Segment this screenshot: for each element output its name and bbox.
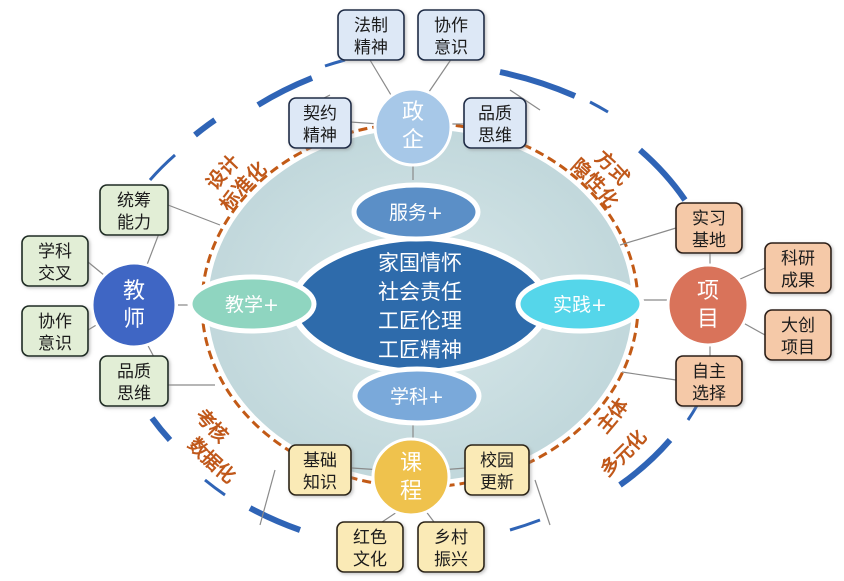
svg-text:文化: 文化	[353, 550, 387, 570]
box-xiangcun-zhenxing: 乡村 振兴	[417, 521, 485, 573]
node-jiaoshi: 教 师	[90, 261, 178, 349]
svg-text:自主: 自主	[692, 362, 726, 382]
pill-right: 实践+	[515, 274, 645, 334]
svg-text:学科: 学科	[38, 242, 72, 262]
svg-text:教: 教	[123, 279, 145, 304]
box-jichu-zhishi: 基础 知识	[288, 444, 352, 496]
box-dachuang-xiangmu: 大创 项目	[764, 309, 832, 361]
svg-text:品质: 品质	[478, 104, 512, 124]
box-xiezuo-yishi-top: 协作 意识	[417, 9, 485, 61]
arc-label-bottom-left: 考核 数据化	[183, 405, 240, 488]
svg-text:成果: 成果	[781, 271, 815, 291]
svg-text:思维: 思维	[117, 384, 151, 404]
svg-text:师: 师	[123, 307, 145, 332]
svg-text:目: 目	[697, 307, 719, 332]
svg-text:知识: 知识	[303, 473, 337, 493]
svg-text:主体: 主体	[593, 393, 634, 438]
svg-text:协作: 协作	[434, 16, 468, 36]
svg-text:项目: 项目	[781, 338, 815, 358]
center-line-4: 工匠精神	[378, 338, 462, 362]
box-tongchou-nengli: 统筹 能力	[99, 184, 169, 236]
center-line-3: 工匠伦理	[378, 309, 462, 333]
svg-text:服务+: 服务+	[389, 202, 443, 224]
svg-text:选择: 选择	[692, 384, 726, 404]
svg-text:大创: 大创	[781, 316, 815, 336]
node-kecheng: 课 程	[371, 437, 451, 517]
center-line-2: 社会责任	[378, 280, 462, 304]
svg-text:实践+: 实践+	[553, 294, 607, 316]
svg-text:思维: 思维	[478, 126, 512, 146]
box-fazhi-jingshen: 法制 精神	[337, 9, 405, 61]
svg-text:项: 项	[697, 279, 719, 304]
pill-bottom: 学科+	[352, 366, 482, 426]
svg-text:更新: 更新	[480, 473, 514, 493]
svg-text:统筹: 统筹	[117, 191, 151, 211]
box-keyan-chengguo: 科研 成果	[764, 242, 832, 294]
svg-text:实习: 实习	[692, 209, 726, 229]
pill-left: 教学+	[187, 274, 317, 334]
svg-text:振兴: 振兴	[434, 550, 468, 570]
box-qiyue-jingshen: 契约 精神	[288, 97, 352, 149]
svg-text:意识: 意识	[434, 38, 468, 58]
box-xueke-jiaocha: 学科 交叉	[21, 235, 89, 287]
svg-text:乡村: 乡村	[434, 528, 468, 548]
box-hongse-wenhua: 红色 文化	[336, 521, 404, 573]
svg-text:协作: 协作	[38, 312, 72, 332]
center-line-1: 家国情怀	[378, 251, 462, 275]
svg-text:基地: 基地	[692, 231, 726, 251]
svg-text:多元化: 多元化	[596, 426, 652, 482]
svg-text:交叉: 交叉	[38, 264, 72, 284]
svg-text:红色: 红色	[353, 528, 387, 548]
node-zhengqi: 政 企	[373, 87, 453, 167]
box-pinzhi-siwei-left: 品质 思维	[99, 355, 169, 407]
box-xiezuo-yishi-left: 协作 意识	[21, 305, 89, 357]
svg-text:基础: 基础	[303, 451, 337, 471]
box-xiaoyuan-gengxin: 校园 更新	[464, 444, 530, 496]
box-shixi-jidi: 实习 基地	[675, 202, 743, 254]
pill-top: 服务+	[351, 182, 481, 242]
svg-text:课: 课	[400, 451, 422, 476]
box-pinzhi-siwei-top: 品质 思维	[463, 97, 527, 149]
svg-text:契约: 契约	[303, 104, 337, 124]
svg-text:科研: 科研	[781, 249, 815, 269]
svg-text:学科+: 学科+	[390, 386, 444, 408]
svg-text:精神: 精神	[354, 38, 388, 58]
svg-text:校园: 校园	[480, 451, 514, 471]
svg-text:教学+: 教学+	[225, 294, 279, 316]
svg-text:法制: 法制	[354, 16, 388, 36]
svg-text:品质: 品质	[117, 362, 151, 382]
box-zizhu-xuanze: 自主 选择	[675, 355, 743, 407]
svg-text:政: 政	[402, 100, 424, 125]
svg-text:能力: 能力	[117, 213, 151, 233]
svg-text:精神: 精神	[303, 126, 337, 146]
svg-text:企: 企	[402, 128, 424, 153]
svg-text:意识: 意识	[38, 334, 72, 354]
center-core: 家国情怀 社会责任 工匠伦理 工匠精神	[288, 234, 552, 376]
node-xiangmu: 项 目	[666, 263, 750, 347]
svg-text:程: 程	[400, 479, 422, 504]
